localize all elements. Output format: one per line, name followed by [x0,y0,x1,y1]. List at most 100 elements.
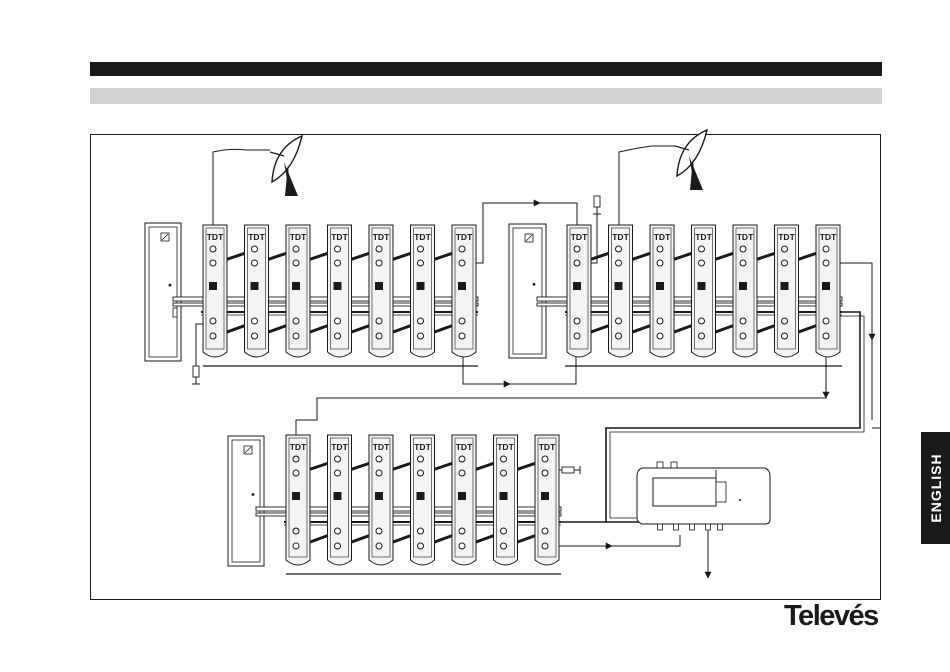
module-label: TDT [571,232,588,242]
rf-output-top [574,260,580,266]
rf-input-bottom [616,318,622,324]
rf-output-top [335,260,341,266]
power-supply-bottom [228,436,264,566]
rf-output-bottom [293,333,299,339]
module-switch [375,492,383,500]
rf-input-top [740,246,746,252]
rf-input-top [252,246,258,252]
amplifier-top-connector [657,462,663,468]
module-label: TDT [654,232,671,242]
tdt-module: TDT [328,435,352,565]
rf-output-top [782,260,788,266]
rf-input-top [782,246,788,252]
module-label: TDT [414,442,431,452]
rf-input-bottom [542,528,548,534]
rf-input-bottom [740,318,746,324]
language-tab[interactable]: ENGLISH [921,432,950,544]
amplifier-bottom-connector [706,524,711,530]
module-label: TDT [612,232,629,242]
module-label: TDT [497,442,514,452]
module-switch [698,282,706,290]
module-label: TDT [695,232,712,242]
rf-input-bottom [376,528,382,534]
rf-output-bottom [459,543,465,549]
module-switch [251,282,259,290]
rf-output-bottom [210,333,216,339]
rf-input-top [699,246,705,252]
language-tab-label: ENGLISH [928,453,944,522]
rf-input-bottom [782,318,788,324]
module-switch [458,492,466,500]
tdt-module: TDT [650,225,674,357]
module-switch [615,282,623,290]
unit-led [533,283,536,286]
termination-bottom [562,466,580,474]
unit-input-cable [612,535,680,546]
tdt-module: TDT [692,225,716,357]
rf-input-bottom [376,318,382,324]
rf-input-top [657,246,663,252]
tdt-module: TDT [452,435,476,565]
module-switch [458,282,466,290]
rf-input-bottom [252,318,258,324]
rf-output-top [293,470,299,476]
module-switch [573,282,581,290]
rf-input-bottom [335,528,341,534]
tdt-module: TDT [411,435,435,565]
rf-input-top [501,456,507,462]
rf-output-bottom [252,333,258,339]
rf-output-bottom [376,333,382,339]
amplifier-panel [653,478,716,506]
termination-top-right [593,196,601,214]
amplifier-bottom-connector [690,524,695,530]
rf-output-bottom [782,333,788,339]
rf-input-top [459,456,465,462]
tdt-module: TDT [452,225,476,357]
rf-output-bottom [459,333,465,339]
module-switch [500,492,508,500]
rf-output-bottom [418,543,424,549]
rf-input-bottom [418,528,424,534]
rf-input-bottom [699,318,705,324]
unit-fuse [173,308,177,317]
rf-input-top [335,456,341,462]
module-label: TDT [737,232,754,242]
rf-input-top [542,456,548,462]
module-switch [334,282,342,290]
unit-led [169,284,172,287]
rf-input-top [293,456,299,462]
rf-input-top [459,246,465,252]
unit-body [509,224,546,358]
rf-output-bottom [574,333,580,339]
rf-output-top [252,260,258,266]
amplifier-top-connector [671,462,677,468]
tdt-module: TDT [203,225,227,357]
power-supply-top-left [145,223,181,361]
rf-input-bottom [459,528,465,534]
module-label: TDT [820,232,837,242]
tdt-module: TDT [535,435,559,565]
unit-led [252,493,255,496]
module-switch [541,492,549,500]
rf-output-top [657,260,663,266]
rf-output-bottom [335,333,341,339]
amplifier-bottom-connector [718,524,723,530]
rf-output-top [293,260,299,266]
tdt-module: TDT [733,225,757,357]
rf-output-top [740,260,746,266]
rf-output-top [418,260,424,266]
tdt-module: TDT [775,225,799,357]
module-switch [417,492,425,500]
tdt-module: TDT [369,435,393,565]
output-unit [637,462,770,530]
rf-input-top [293,246,299,252]
rf-output-top [459,470,465,476]
rf-output-top [459,260,465,266]
rf-output-bottom [616,333,622,339]
rf-output-top [335,470,341,476]
rf-input-bottom [418,318,424,324]
load-resistor [193,366,199,377]
unit-body [145,223,181,361]
rf-output-bottom [542,543,548,549]
